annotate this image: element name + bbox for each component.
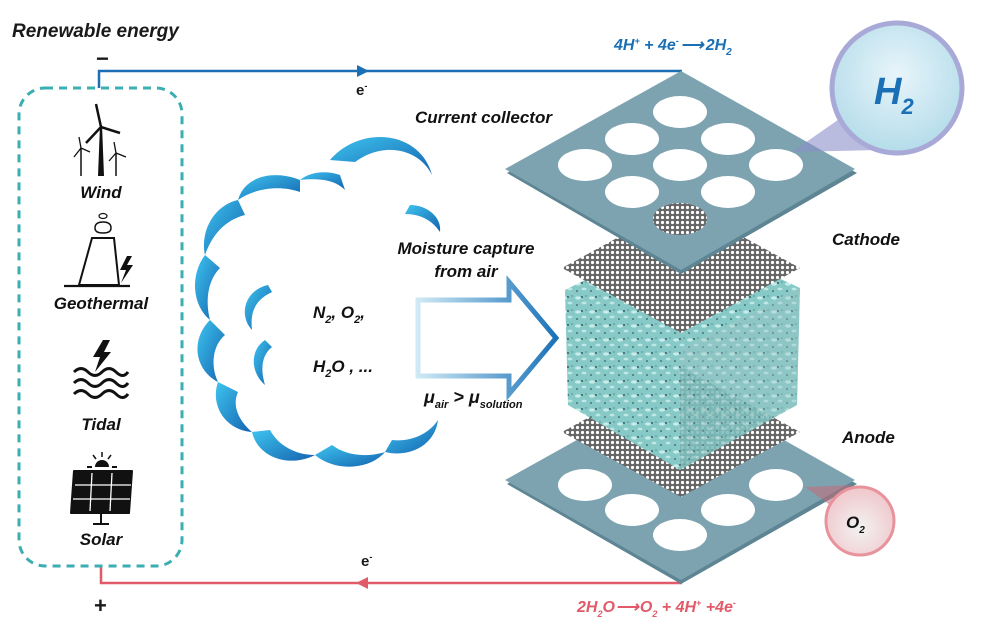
oxygen-formula: O2 xyxy=(846,513,865,536)
solar-panel-icon xyxy=(70,452,133,525)
cathode-label: Cathode xyxy=(832,230,900,249)
electron-label-bottom: e- xyxy=(361,552,372,570)
electron-label-top: e- xyxy=(356,81,367,99)
cathode-current-collector-plate xyxy=(505,71,857,274)
source-label-wind: Wind xyxy=(80,183,122,202)
moisture-flow-arrow-icon xyxy=(415,275,560,401)
anode-reaction: 2H2O⟶O2 + 4H+ +4e- xyxy=(576,598,736,619)
negative-wire xyxy=(97,65,682,88)
wind-turbine-icon xyxy=(73,103,127,176)
hydrogen-bubble: H2 xyxy=(792,20,965,156)
air-cloud-icon xyxy=(194,137,441,467)
source-label-geothermal: Geothermal xyxy=(54,294,150,313)
negative-terminal: − xyxy=(96,46,109,71)
source-label-tidal: Tidal xyxy=(81,415,122,434)
current-collector-label: Current collector xyxy=(415,108,553,127)
chemical-potential-condition: μair > μsolution xyxy=(423,387,523,411)
hydrogen-formula: H2 xyxy=(874,71,914,119)
electron-flow-arrow-right-icon xyxy=(357,65,369,77)
positive-wire xyxy=(99,566,682,589)
oxygen-bubble: O2 xyxy=(805,485,896,557)
cathode-reaction: 4H+ + 4e-⟶2H2 xyxy=(613,36,732,58)
anode-label: Anode xyxy=(841,428,895,447)
geothermal-plant-icon xyxy=(64,212,133,288)
source-label-solar: Solar xyxy=(80,530,124,549)
moisture-capture-line2: from air xyxy=(434,262,499,281)
air-components-line2: H2O , ... xyxy=(313,357,373,380)
tidal-wave-icon xyxy=(72,340,130,399)
renewable-sources-box xyxy=(17,86,184,568)
title: Renewable energy xyxy=(12,21,180,42)
electron-flow-arrow-left-icon xyxy=(356,577,368,589)
positive-terminal: + xyxy=(94,593,107,618)
air-components-line1: N2, O2, xyxy=(313,303,365,326)
moisture-capture-line1: Moisture capture xyxy=(398,239,535,258)
